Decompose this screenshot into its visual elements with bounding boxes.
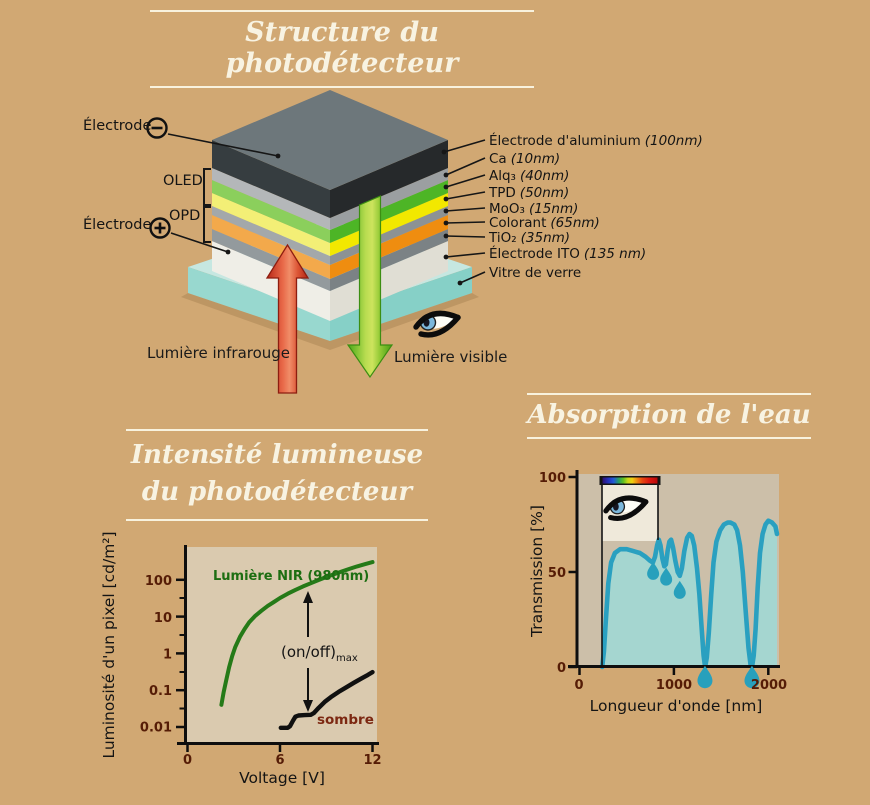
minus-circle-icon — [146, 117, 168, 139]
ytick-100: 100 — [539, 471, 566, 486]
xtick-1000: 1000 — [656, 678, 692, 693]
dark-curve — [278, 669, 375, 730]
onoff-label: (on/off)max — [281, 643, 358, 664]
visible-light-arrow — [346, 195, 394, 379]
opd-bracket — [203, 206, 211, 243]
layer-label-alq3: Alq₃(40nm) — [489, 168, 570, 184]
plus-circle-icon — [149, 217, 171, 239]
luminosity-axes — [176, 545, 379, 752]
xtick-2000: 2000 — [751, 678, 787, 693]
oled-bracket — [203, 168, 211, 206]
visible-light-label: Lumière visible — [394, 348, 508, 366]
luminosity-chart: 100 10 1 0.1 0.01 0 6 12 Voltage [V] Lum… — [100, 531, 382, 787]
intensity-title: Intensité lumineuse du photodétecteur — [126, 429, 428, 521]
layer-label-ito: Électrode ITO(135 nm) — [489, 246, 647, 262]
layer-label-ca: Ca(10nm) — [489, 151, 561, 167]
ytick-01: 0.1 — [149, 684, 172, 699]
ytick-10: 10 — [154, 611, 172, 626]
layer-label-colorant: Colorant(65nm) — [489, 215, 600, 231]
oled-group-label: OLED — [163, 173, 203, 189]
visible-spectrum-bar — [599, 476, 661, 485]
ytick-001: 0.01 — [140, 721, 172, 736]
absorption-axes — [568, 470, 780, 675]
layer-label-tpd: TPD(50nm) — [489, 185, 570, 201]
xtick-0: 0 — [574, 678, 583, 693]
nir-series-label: Lumière NIR (980nm) — [213, 569, 369, 584]
absorption-title: Absorption de l'eau — [527, 393, 811, 439]
xtick-6: 6 — [275, 753, 284, 768]
ytick-100: 100 — [145, 574, 172, 589]
nir-curve — [219, 560, 375, 707]
ytick-50: 50 — [548, 566, 566, 581]
onoff-arrow — [303, 591, 313, 712]
electrode-negative-label: Électrode — [83, 118, 152, 134]
layer-label-glass: Vitre de verre — [489, 265, 582, 281]
ytick-1: 1 — [163, 648, 172, 663]
wavelength-axis-label: Longueur d'onde [nm] — [590, 697, 763, 715]
layer-label-tio2: TiO₂(35nm) — [489, 230, 571, 246]
eye-icon — [416, 313, 458, 335]
transmission-axis-label: Transmission [%] — [528, 505, 546, 638]
leader-dots — [225, 149, 463, 286]
xtick-12: 12 — [363, 753, 381, 768]
ytick-0: 0 — [557, 661, 566, 676]
infrared-arrow — [265, 243, 310, 394]
luminosity-axis-label: Luminosité d'un pixel [cd/m²] — [100, 531, 118, 758]
xtick-0: 0 — [183, 753, 192, 768]
layer-label-aluminium: Électrode d'aluminium(100nm) — [489, 133, 703, 149]
infrared-light-label: Lumière infrarouge — [147, 344, 291, 362]
electrode-positive-label: Électrode — [83, 217, 152, 233]
structure-title: Structure du photodétecteur — [150, 10, 534, 88]
leader-lines — [167, 133, 486, 284]
dark-series-label: sombre — [317, 712, 374, 728]
water-droplet-icons — [647, 561, 760, 689]
absorption-chart: 100 50 0 0 1000 2000 Longueur d'onde [nm… — [528, 470, 787, 715]
voltage-axis-label: Voltage [V] — [239, 769, 325, 787]
layer-label-moo3: MoO₃(15nm) — [489, 201, 579, 217]
opd-group-label: OPD — [169, 208, 201, 224]
